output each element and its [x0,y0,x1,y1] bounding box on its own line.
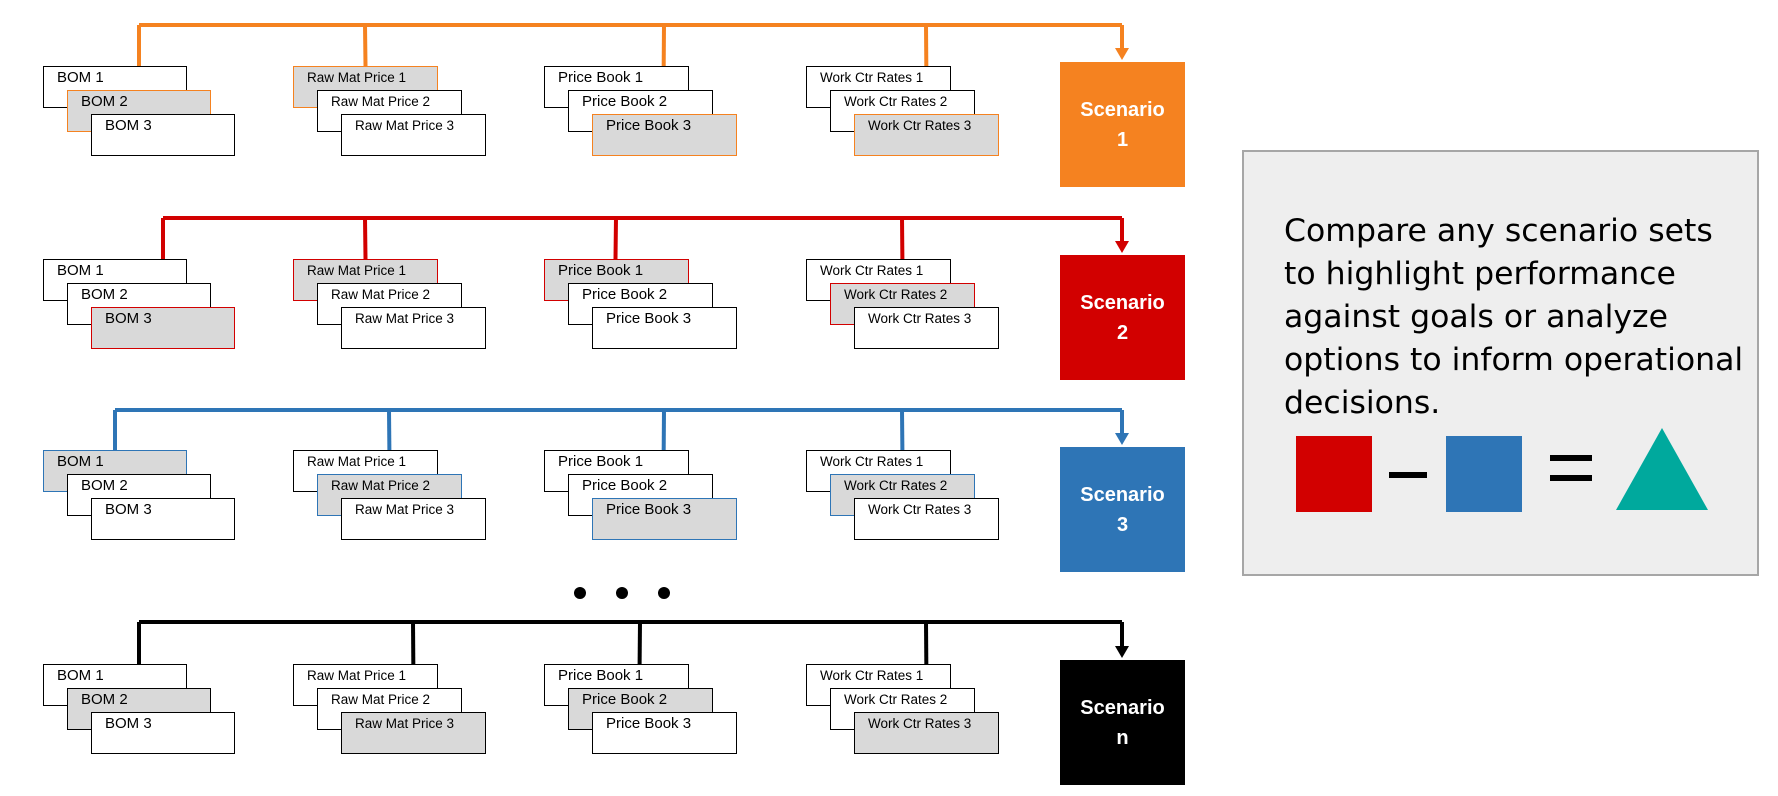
ellipsis-dot [658,587,670,599]
scenario-label-line1: Scenario [1080,696,1165,719]
blue-square-icon [1446,436,1522,512]
equation-graphic [1296,428,1708,512]
scenario-label-line1: Scenario [1080,291,1165,314]
scenario-label-line2: 1 [1116,128,1129,151]
scenario-0-box: Scenario 1 [1060,62,1185,187]
scenario-0-price-book-card-3: Price Book 3 [592,114,737,156]
scenario-1-bom-card-3: BOM 3 [91,307,235,349]
scenario-3-bom-card-3: BOM 3 [91,712,235,754]
minus-icon [1389,472,1427,478]
red-square-icon [1296,436,1372,512]
scenario-3-raw-mat-price-card-3: Raw Mat Price 3 [341,712,486,754]
ellipsis-dot [574,587,586,599]
scenario-1-raw-mat-price-card-3: Raw Mat Price 3 [341,307,486,349]
scenario-label-line1: Scenario [1080,98,1165,121]
scenario-2-raw-mat-price-card-3: Raw Mat Price 3 [341,498,486,540]
equals-icon-bottom [1550,475,1592,481]
scenario-2-price-book-card-3: Price Book 3 [592,498,737,540]
scenario-2-bom-card-3: BOM 3 [91,498,235,540]
scenario-1-price-book-card-3: Price Book 3 [592,307,737,349]
scenario-3-price-book-card-3: Price Book 3 [592,712,737,754]
arrow-head-icon [1115,48,1129,60]
scenario-2-box: Scenario 3 [1060,447,1185,572]
info-text: Compare any scenario sets to highlight p… [1284,213,1744,421]
arrow-head-icon [1115,646,1129,658]
scenario-label-line2: 2 [1116,321,1129,344]
scenario-0-raw-mat-price-card-3: Raw Mat Price 3 [341,114,486,156]
scenario-label-line2: n [1116,726,1129,749]
arrow-head-icon [1115,433,1129,445]
teal-triangle-icon [1616,428,1708,510]
info-panel: Compare any scenario sets to highlight p… [1242,150,1759,576]
scenario-1-box: Scenario 2 [1060,255,1185,380]
arrow-head-icon [1115,241,1129,253]
scenario-1-work-ctr-rates-card-3: Work Ctr Rates 3 [854,307,999,349]
scenario-3-box: Scenario n [1060,660,1185,785]
scenario-2-work-ctr-rates-card-3: Work Ctr Rates 3 [854,498,999,540]
scenario-label-line2: 3 [1116,513,1129,536]
equals-icon-top [1550,455,1592,461]
scenario-0-work-ctr-rates-card-3: Work Ctr Rates 3 [854,114,999,156]
scenario-0-bom-card-3: BOM 3 [91,114,235,156]
scenario-3-work-ctr-rates-card-3: Work Ctr Rates 3 [854,712,999,754]
scenario-label-line1: Scenario [1080,483,1165,506]
ellipsis-dot [616,587,628,599]
